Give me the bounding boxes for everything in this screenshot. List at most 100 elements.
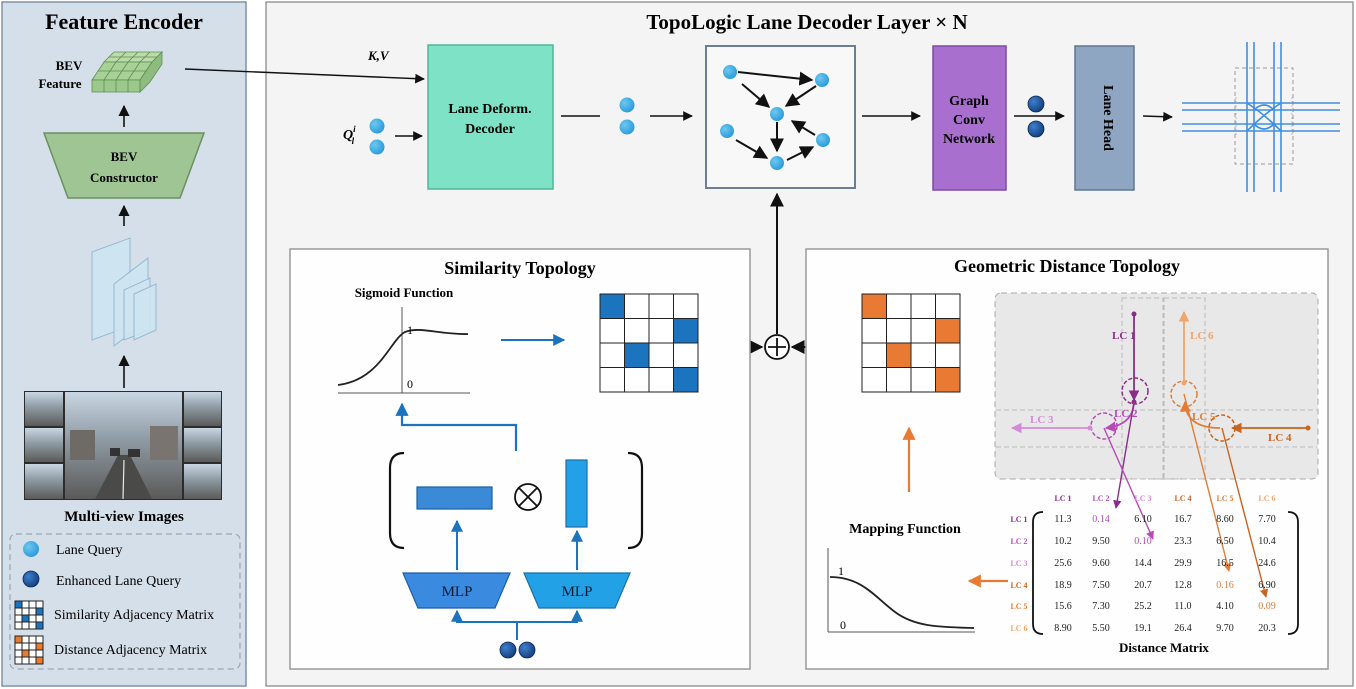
matrix-row-header: LC 4 [1010, 581, 1027, 590]
matrix-col-header: LC 4 [1174, 494, 1191, 503]
matrix-cell: 7.50 [1092, 580, 1110, 591]
enhanced-lane-query-icon [22, 570, 40, 588]
gcn-label-1: Graph [949, 94, 989, 109]
legend-distance-matrix-cell [21, 656, 30, 665]
gcn-block [932, 45, 1007, 191]
matrix-row-header: LC 2 [1010, 537, 1027, 546]
matrix-cell: 14.4 [1134, 558, 1152, 569]
similarity-matrix-cell [673, 367, 699, 393]
bev-feature-label-1: BEV [56, 58, 83, 73]
matrix-cell: 24.6 [1258, 558, 1276, 569]
feature-encoder-title: Feature Encoder [45, 9, 203, 34]
distance-matrix-table: LC 1LC 1LC 2LC 2LC 3LC 3LC 4LC 4LC 5LC 5… [1010, 494, 1275, 634]
matrix-cell: 0.16 [1216, 580, 1234, 591]
arrow-product-to-sigmoid [395, 402, 518, 451]
matrix-col-header: LC 5 [1216, 494, 1233, 503]
legend-distance-matrix-cell [35, 635, 44, 644]
similarity-matrix-cell [624, 318, 650, 344]
legend-similarity-matrix-cell [21, 600, 30, 609]
lane-deform-decoder-block [427, 44, 554, 190]
matrix-cell: 23.3 [1174, 536, 1192, 547]
similarity-matrix-cell [599, 318, 625, 344]
legend-distance-matrix-cell [14, 649, 23, 658]
legend-distance-matrix-cell [14, 642, 23, 651]
legend-similarity-matrix-cell [28, 614, 37, 623]
bev-constructor-label-2: Constructor [90, 170, 158, 185]
legend-similarity-matrix-cell [28, 607, 37, 616]
similarity-input-dot-1 [499, 641, 517, 659]
similarity-adjacency-matrix [599, 293, 699, 393]
legend-distance-matrix-cell [21, 649, 30, 658]
input-query-dot-2 [369, 139, 385, 155]
distance-matrix-cell [861, 367, 887, 393]
legend-distance-matrix-cell [35, 656, 44, 665]
arrow-to-output [1142, 111, 1173, 122]
matrix-cell: 9.60 [1092, 558, 1110, 569]
legend: Lane Query Enhanced Lane Query Similarit… [9, 533, 241, 670]
legend-similarity-matrix-cell [21, 607, 30, 616]
legend-similarity-matrix-cell [35, 600, 44, 609]
matrix-cell: 0.10 [1134, 536, 1152, 547]
similarity-matrix-cell [673, 342, 699, 368]
legend-distance-matrix-cell [28, 656, 37, 665]
matrix-cell: 6.10 [1134, 514, 1152, 525]
matrix-cell: 16.7 [1174, 514, 1192, 525]
decoded-query-dot-1 [619, 97, 635, 113]
legend-distance-matrix-cell [28, 635, 37, 644]
matrix-row-header: LC 6 [1010, 624, 1027, 633]
bev-feature-grid-icon [91, 51, 163, 93]
distance-matrix-cell [886, 293, 912, 319]
legend-similarity-matrix-cell [14, 607, 23, 616]
matrix-row-header: LC 3 [1010, 559, 1027, 568]
matrix-cell: 0.09 [1258, 601, 1276, 612]
multi-view-images [24, 391, 222, 500]
scene-lc2-label: LC 2 [1114, 408, 1138, 420]
input-query-dot-1 [369, 118, 385, 134]
sigmoid-tick-0: 0 [407, 377, 413, 391]
sigmoid-curve [337, 329, 469, 386]
mapping-function-title: Mapping Function [849, 522, 961, 537]
distance-matrix-title: Distance Matrix [1119, 640, 1209, 655]
similarity-matrix-cell [673, 293, 699, 319]
mapping-tick-0: 0 [840, 618, 846, 632]
kv-label: K,V [367, 48, 390, 63]
matrix-cell: 12.8 [1174, 580, 1192, 591]
legend-similarity-matrix-cell [14, 614, 23, 623]
matrix-cell: 7.70 [1258, 514, 1276, 525]
matrix-cell: 25.6 [1054, 558, 1072, 569]
distance-matrix-icon [14, 635, 44, 665]
matrix-cell: 29.9 [1174, 558, 1192, 569]
distance-matrix-cell [935, 367, 961, 393]
query-vector-column [565, 459, 588, 528]
lane-scene: LC 1 LC 2 LC 3 LC 4 LC 5 [994, 292, 1319, 598]
matrix-left-bracket [1032, 511, 1044, 635]
mlp-right-label: MLP [562, 584, 593, 600]
matrix-cell: 15.6 [1054, 601, 1072, 612]
feature-encoder-panel: Feature Encoder BEV Feature BEV Construc… [1, 1, 247, 687]
scene-lc4-label: LC 4 [1268, 432, 1292, 444]
bev-constructor-label-1: BEV [111, 149, 138, 164]
right-bracket [627, 451, 644, 550]
matrix-cell: 9.50 [1092, 536, 1110, 547]
similarity-topology-title: Similarity Topology [444, 258, 596, 278]
legend-similarity-matrix: Similarity Adjacency Matrix [54, 608, 214, 623]
distance-matrix-cell [886, 318, 912, 344]
similarity-matrix-cell [599, 367, 625, 393]
legend-similarity-matrix-cell [21, 621, 30, 630]
legend-similarity-matrix-cell [14, 600, 23, 609]
lane-deform-label-2: Decoder [465, 122, 515, 137]
legend-similarity-matrix-cell [28, 621, 37, 630]
matrix-row-header: LC 1 [1010, 515, 1027, 524]
legend-enhanced-lane-query: Enhanced Lane Query [56, 574, 181, 589]
matrix-row-header: LC 5 [1010, 602, 1027, 611]
similarity-matrix-cell [624, 293, 650, 319]
distance-matrix-cell [861, 293, 887, 319]
distance-matrix-cell [910, 367, 936, 393]
matrix-col-header: LC 1 [1054, 494, 1071, 503]
matrix-cell: 20.3 [1258, 623, 1276, 634]
matrix-right-bracket [1287, 511, 1299, 635]
distance-matrix-cell [910, 293, 936, 319]
bev-constructor-block [42, 132, 206, 199]
legend-distance-matrix-cell [28, 649, 37, 658]
legend-distance-matrix: Distance Adjacency Matrix [54, 643, 207, 658]
